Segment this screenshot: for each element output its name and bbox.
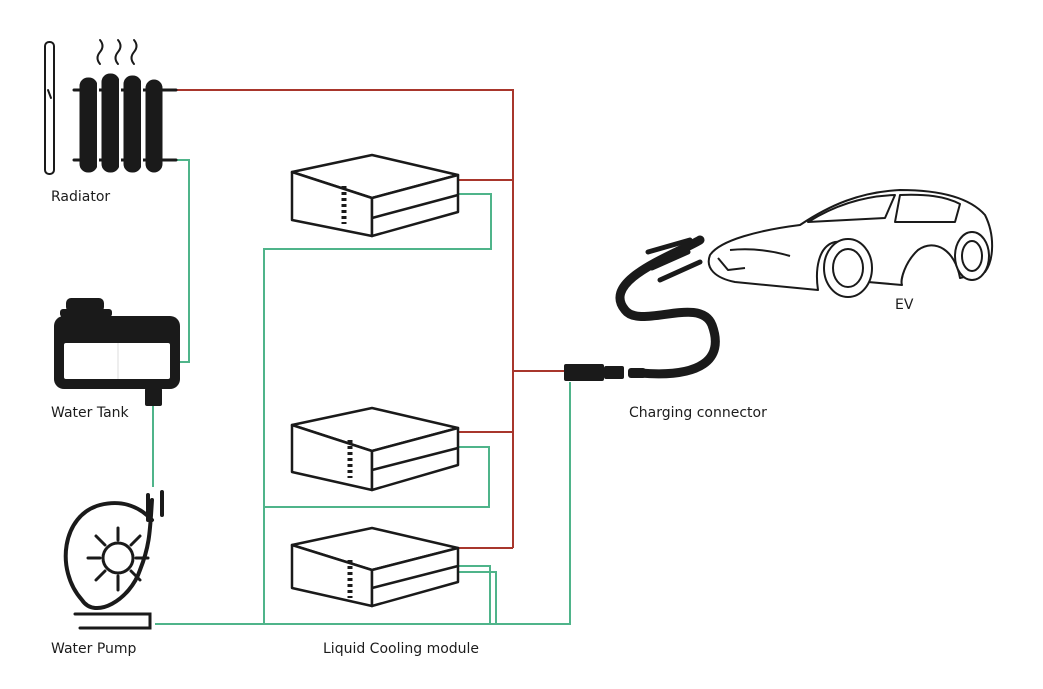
water-tank-icon [54,298,180,406]
charging-connector-icon [564,235,720,381]
module-2-return-pipe [264,446,490,508]
water-pump-icon [63,490,164,630]
module-3-return-pipe [458,565,491,624]
charging-connector-label: Charging connector [629,405,767,421]
hot-pipe-network [176,89,566,549]
radiator-hot-pipe [176,89,514,548]
module-3-return-pipe-2 [458,571,497,624]
pump-return-pipe [155,382,571,625]
cooling-module-1-icon [290,153,460,238]
cooling-module-2-icon [290,406,460,492]
cool-pipe-network [152,159,571,625]
module-manifold-pipe [263,193,492,624]
radiator-icon [44,39,178,175]
water-pump-label: Water Pump [51,641,137,657]
charging-cable [615,235,720,379]
liquid-cooling-module-label: Liquid Cooling module [323,641,480,657]
ev-car-icon [707,189,994,298]
radiator-label: Radiator [51,189,111,205]
water-tank-label: Water Tank [51,405,129,421]
cooling-module-3-icon [290,526,460,608]
ev-label: EV [895,297,914,313]
radiator-to-tank-pipe [176,159,190,363]
